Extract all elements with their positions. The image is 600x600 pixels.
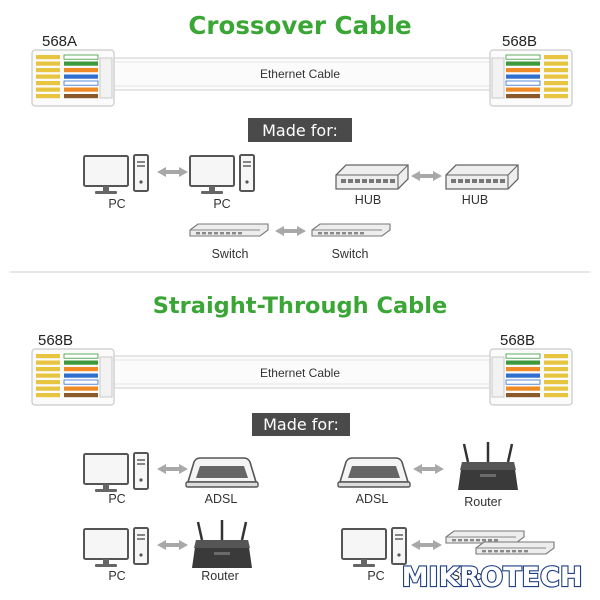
straight-router1-label: Router	[464, 495, 502, 509]
crossover-title: Crossover Cable	[188, 11, 411, 40]
straight-pc3-label: PC	[367, 569, 384, 583]
straight-pc2-label: PC	[108, 569, 125, 583]
double-arrow-icon	[157, 540, 188, 550]
pc-icon	[83, 527, 149, 568]
router-icon	[190, 518, 254, 570]
hub-icon	[445, 164, 519, 190]
switch-icon	[475, 541, 555, 555]
double-arrow-icon	[413, 464, 444, 474]
straight-right-connector	[489, 348, 573, 406]
straight-made-for: Made for:	[263, 415, 339, 434]
double-arrow-icon	[411, 540, 442, 550]
double-arrow-icon	[411, 171, 442, 181]
straight-made-for-badge	[252, 413, 350, 436]
pc-icon	[83, 452, 149, 493]
straight-switch1-label: Switch	[452, 569, 489, 583]
adsl-modem-icon	[337, 457, 411, 488]
switch-icon	[189, 223, 269, 237]
crossover-made-for-badge	[248, 118, 352, 142]
straight-cable-label: Ethernet Cable	[260, 366, 340, 380]
crossover-pc2-label: PC	[213, 197, 230, 211]
straight-title: Straight-Through Cable	[153, 293, 448, 319]
straight-adsl2-label: ADSL	[356, 492, 389, 506]
crossover-hub2-label: HUB	[462, 193, 488, 207]
straight-left-standard: 568B	[38, 332, 73, 349]
hub-icon	[335, 164, 409, 190]
crossover-right-connector	[489, 49, 573, 107]
router-icon	[456, 440, 520, 492]
crossover-left-connector	[31, 49, 115, 107]
straight-router2-label: Router	[201, 569, 239, 583]
pc-icon	[341, 527, 407, 568]
straight-pc1-label: PC	[108, 492, 125, 506]
straight-adsl1-label: ADSL	[205, 492, 238, 506]
crossover-right-standard: 568B	[502, 33, 537, 50]
crossover-made-for: Made for:	[262, 121, 338, 140]
crossover-pc1-label: PC	[108, 197, 125, 211]
crossover-hub1-label: HUB	[355, 193, 381, 207]
straight-right-standard: 568B	[500, 332, 535, 349]
double-arrow-icon	[275, 226, 306, 236]
double-arrow-icon	[157, 167, 188, 177]
crossover-switch1-label: Switch	[212, 247, 249, 261]
crossover-cable-label: Ethernet Cable	[260, 67, 340, 81]
straight-left-connector	[31, 348, 115, 406]
crossover-left-standard: 568A	[42, 33, 77, 50]
pc-icon	[189, 154, 255, 195]
crossover-cable	[109, 57, 493, 91]
adsl-modem-icon	[185, 457, 259, 488]
switch-icon	[311, 223, 391, 237]
switch-icon	[445, 530, 525, 544]
pc-icon	[83, 154, 149, 195]
crossover-switch2-label: Switch	[332, 247, 369, 261]
watermark-logo: MIKROTECH	[402, 562, 583, 593]
double-arrow-icon	[157, 464, 188, 474]
